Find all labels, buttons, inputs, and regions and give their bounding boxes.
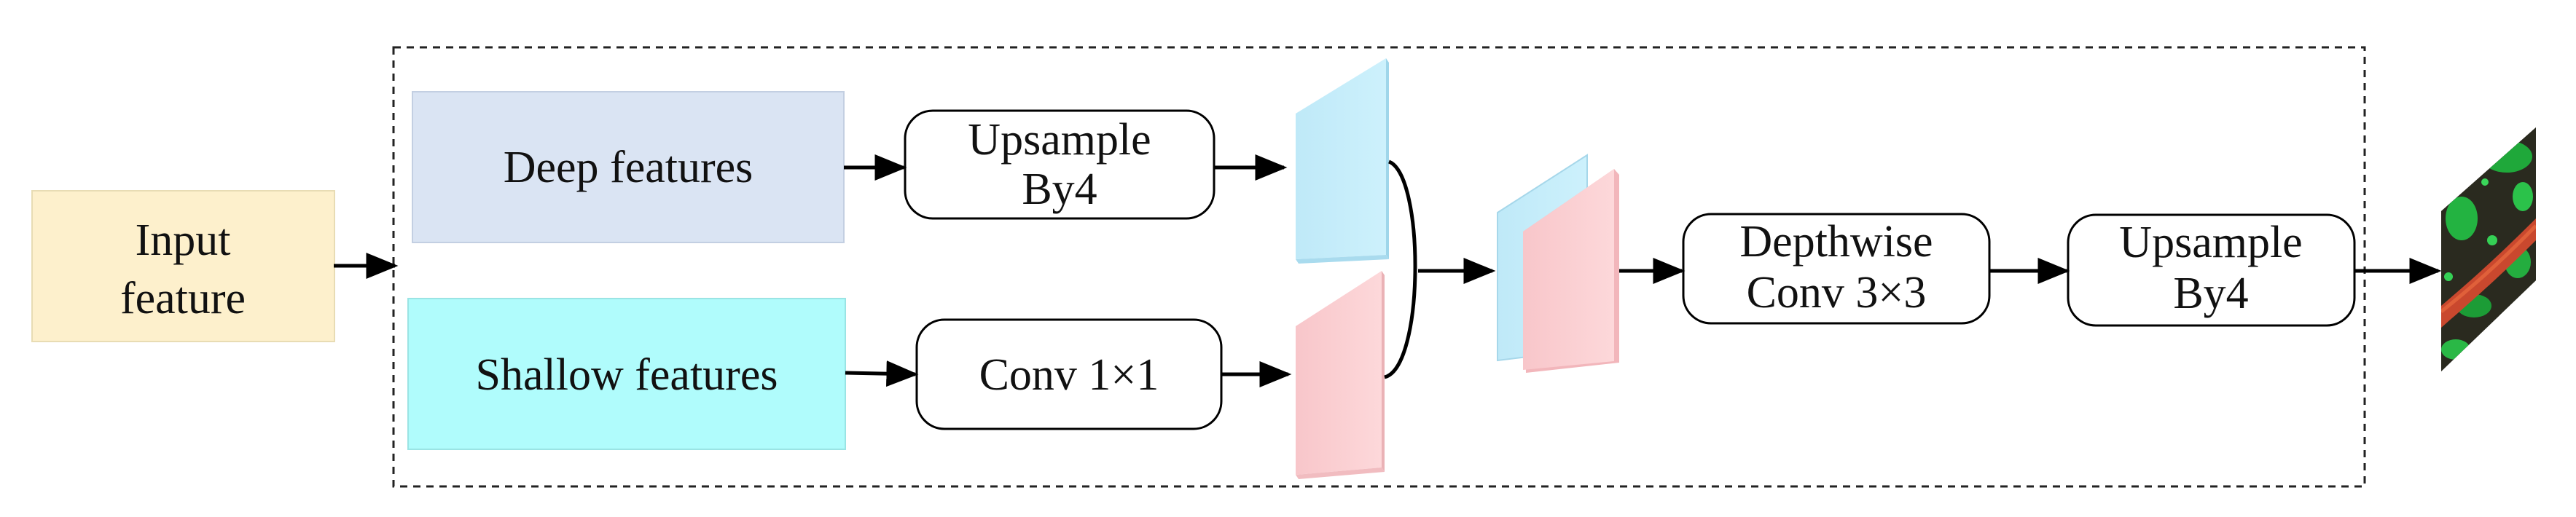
shallow-feature-map [1296, 271, 1385, 479]
input-feature-label-line2: feature [120, 274, 246, 323]
upsample-final-label-line2: By4 [2173, 269, 2248, 318]
deep-features-label: Deep features [504, 143, 753, 192]
input-feature-box: Input feature [31, 190, 335, 342]
shallow-features-label: Shallow features [476, 350, 778, 400]
connectors [334, 154, 2442, 387]
merge-bracket [1384, 159, 1417, 379]
deep-feature-map [1296, 58, 1389, 264]
depthwise-label-line2: Conv 3×3 [1747, 268, 1927, 317]
shallow-features-box: Shallow features [407, 298, 846, 450]
input-feature-label-line1: Input [136, 216, 231, 265]
upsample-by4-final-box: Upsample By4 [2067, 213, 2356, 327]
upsample-by4-top-box: Upsample By4 [904, 109, 1215, 220]
concatenated-feature-maps [1497, 154, 1619, 373]
conv-1x1-label: Conv 1×1 [979, 350, 1159, 400]
depthwise-conv-3x3-box: Depthwise Conv 3×3 [1682, 213, 1991, 325]
conv-1x1-box: Conv 1×1 [915, 318, 1223, 430]
module-boundary [392, 46, 2366, 488]
upsample-final-label-line1: Upsample [2119, 218, 2302, 267]
upsample-top-label-line2: By4 [1022, 165, 1097, 214]
deep-features-box: Deep features [412, 91, 845, 243]
upsample-top-label-line1: Upsample [968, 115, 1151, 165]
arrow-shallow-to-conv [845, 360, 919, 387]
segmentation-output-image [2441, 127, 2536, 371]
depthwise-label-line1: Depthwise [1739, 217, 1933, 267]
